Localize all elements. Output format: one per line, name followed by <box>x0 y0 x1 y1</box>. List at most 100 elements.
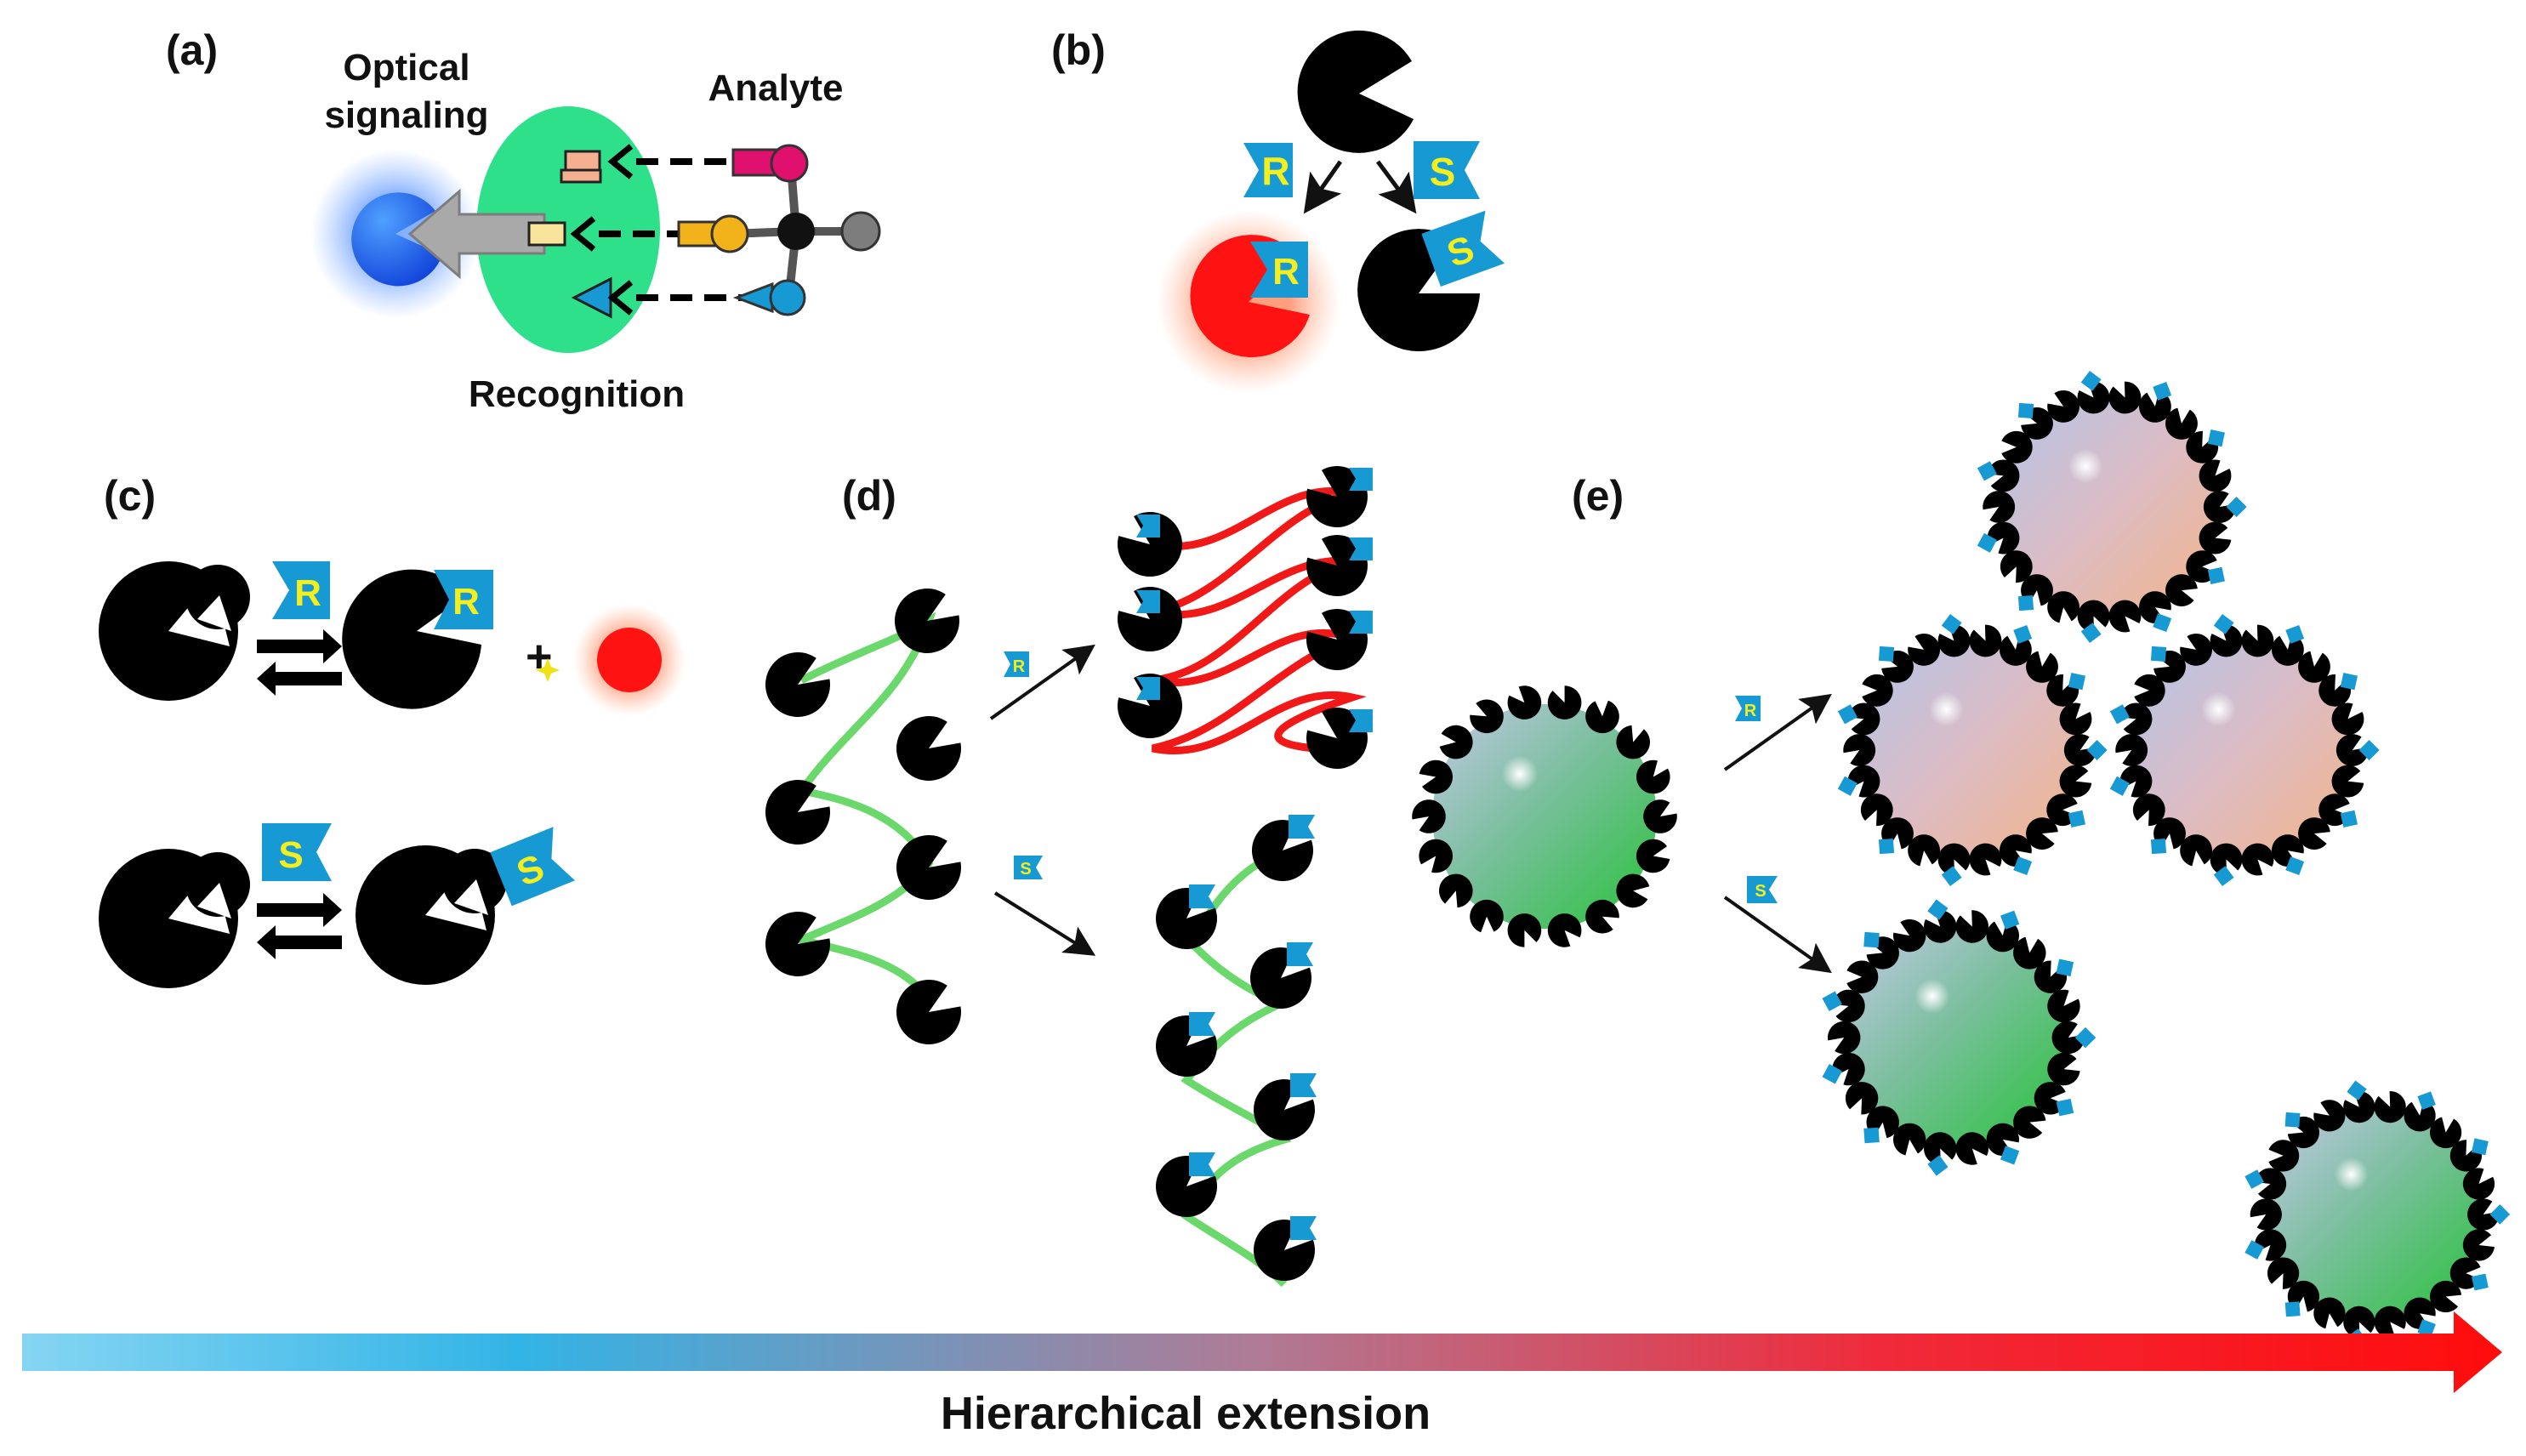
surface-tag-icon <box>2284 1301 2301 1317</box>
surface-tag-icon <box>2340 810 2358 828</box>
equilibrium-arrows-icon-2 <box>257 893 342 959</box>
surface-tag-icon <box>2285 624 2305 644</box>
nanoparticle-sphere <box>2269 1109 2480 1320</box>
r-enantiomer-flag-icon: R <box>1243 143 1293 197</box>
recognition-ellipse <box>476 106 660 353</box>
s-dispersed-particle-1 <box>1822 899 2096 1176</box>
panel-b: (b) R S R S <box>1051 26 1505 394</box>
surface-tag-icon <box>1837 704 1858 725</box>
hierarchical-extension-label: Hierarchical extension <box>941 1388 1431 1439</box>
surface-tag-icon <box>2017 595 2034 611</box>
sphere-highlight <box>1929 691 1964 727</box>
surface-host-icon <box>1419 839 1454 873</box>
arrow-e-r <box>1723 693 1832 771</box>
analyte-chiral-center <box>777 213 815 250</box>
surface-tag-icon <box>2074 1027 2096 1049</box>
r-aggregate-particle-3 <box>2109 614 2380 886</box>
grey-signal-arrow <box>407 188 546 280</box>
surface-tag-icon <box>2056 958 2074 977</box>
s-tag-e-text: S <box>1755 882 1766 901</box>
analyte-blue-atom <box>769 279 806 316</box>
r-bound-flag-icon: R <box>1250 242 1308 298</box>
surface-tag-icon <box>2013 856 2033 876</box>
r-tag-d: R <box>1004 651 1029 677</box>
nanoparticle-sphere <box>2002 400 2216 614</box>
surface-tag-icon <box>1878 646 1895 662</box>
surface-tag-icon <box>2417 1319 2436 1338</box>
surface-host-icon <box>1636 759 1670 794</box>
panel-label-e: (e) <box>1572 472 1624 520</box>
nanoparticle-sphere <box>1432 704 1657 929</box>
surface-tag-icon <box>2000 1146 2020 1165</box>
r-polymer-tags <box>1136 468 1373 732</box>
s-dispersed-particle-2 <box>2244 1080 2511 1349</box>
surface-tag-icon <box>2150 646 2167 662</box>
arrow-to-r <box>1303 160 1343 214</box>
s-bound-c2: S <box>490 827 575 907</box>
recognition-label: Recognition <box>469 373 685 415</box>
equilibrium-arrows-icon <box>257 629 342 696</box>
nanoparticle-sphere <box>1847 929 2065 1146</box>
r-tag-e: R <box>1735 696 1761 721</box>
s-enantiomer-flag-icon: S <box>1414 141 1480 199</box>
r-bound-text: R <box>1272 251 1300 293</box>
surface-tag-icon <box>2080 623 2102 643</box>
host-pacman-c1 <box>342 569 481 709</box>
analyte-pink-group <box>731 148 777 177</box>
r-polymer-hosts <box>1117 466 1368 770</box>
receptor-site-1b <box>560 168 602 184</box>
surface-tag-icon <box>1941 614 1962 634</box>
s-bound-flag-icon: S <box>1421 210 1505 287</box>
analyte-label: Analyte <box>708 67 844 109</box>
panel-e: (e) R S <box>1407 371 2511 1349</box>
sphere-highlight <box>2334 1157 2369 1192</box>
surface-tag-icon <box>2017 402 2034 418</box>
nanoparticle-sphere <box>1863 643 2077 857</box>
r-aggregate-particle-1 <box>1977 371 2247 643</box>
nanoparticle-sphere <box>2135 643 2349 857</box>
surface-tag-icon <box>2244 1240 2265 1260</box>
surface-tag-icon <box>2109 704 2130 725</box>
s-tag-d: S <box>1014 856 1043 879</box>
surface-tag-icon <box>2000 910 2020 930</box>
analyte-blue-group <box>732 282 774 314</box>
black-host-icon <box>1357 229 1480 352</box>
sphere-highlight <box>2068 448 2103 484</box>
panel-label-b: (b) <box>1051 26 1106 74</box>
surface-tag-icon <box>2244 1169 2265 1189</box>
sparkle-icon <box>536 658 560 682</box>
surface-tag-icon <box>2056 1098 2074 1117</box>
analyte-pink-atom <box>770 144 809 183</box>
r-flag-text: R <box>1261 149 1289 193</box>
blue-signal-icon <box>351 192 442 287</box>
surface-tag-icon <box>2068 810 2086 828</box>
panel-label-d: (d) <box>842 472 896 520</box>
panel-c: (c) R R + <box>99 472 686 988</box>
surface-tag-icon <box>2080 371 2102 391</box>
surface-tag-icon <box>2347 1080 2367 1101</box>
interaction-dashes <box>599 158 747 301</box>
surface-tag-icon <box>2471 1138 2489 1156</box>
r-flag-c1-text: R <box>294 572 321 614</box>
host-guest-complex-2 <box>99 849 250 988</box>
surface-tag-icon <box>1878 839 1895 855</box>
surface-tag-icon <box>2284 1112 2301 1128</box>
surface-tag-icon <box>1837 776 1858 796</box>
surface-tag-icon <box>2109 776 2130 796</box>
optical-signaling-label-1: Optical <box>343 47 469 88</box>
surface-tag-icon <box>1941 866 1962 886</box>
surface-tag-icon <box>1822 1064 1843 1084</box>
surface-tag-icon <box>2340 672 2358 691</box>
nanoparticle-icon <box>1407 680 1682 953</box>
surface-tag-icon <box>2068 672 2086 691</box>
surface-tag-icon <box>2417 1091 2436 1110</box>
r-bound-c1: R <box>434 570 493 629</box>
r-tag-e-text: R <box>1744 702 1757 720</box>
sphere-highlight <box>1914 978 1950 1014</box>
hierarchical-arrow <box>22 1311 2502 1393</box>
host-pacman-icon <box>1297 30 1414 153</box>
surface-tag-icon <box>2013 624 2033 644</box>
panel-label-c: (c) <box>104 472 156 520</box>
s-flag-c2-text: S <box>278 834 303 876</box>
